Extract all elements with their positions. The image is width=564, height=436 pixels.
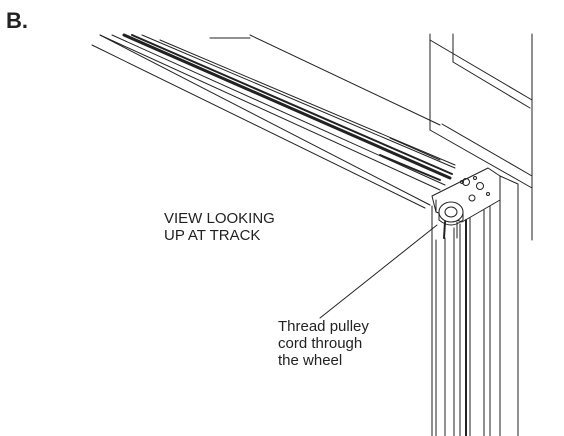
track-rails	[91, 33, 456, 209]
step-label: B.	[6, 8, 28, 33]
pulley-leader-line	[319, 224, 438, 319]
pulley-caption: Thread pulley cord through the wheel	[278, 318, 369, 369]
pulley-caption-line: the wheel	[278, 352, 343, 369]
pulley-caption-line: Thread pulley	[278, 318, 369, 335]
view-caption-line: VIEW LOOKING	[164, 210, 275, 227]
pulley-caption-line: cord through	[278, 335, 363, 352]
header-frame	[429, 33, 533, 241]
pulley-bracket	[431, 167, 501, 239]
view-caption: VIEW LOOKING UP AT TRACK	[164, 210, 275, 244]
view-caption-line: UP AT TRACK	[164, 227, 261, 244]
vertical-jamb	[431, 175, 519, 436]
